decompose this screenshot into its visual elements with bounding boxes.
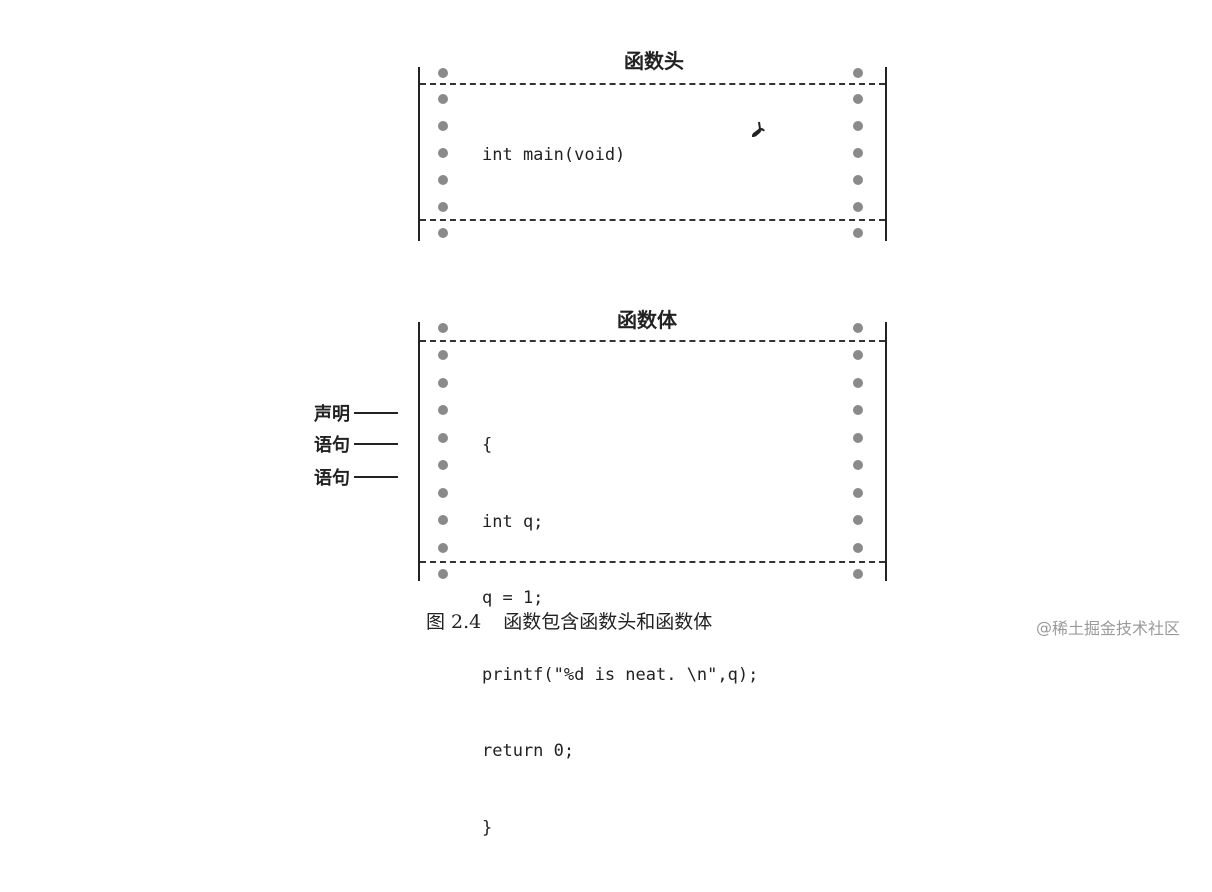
pen-scribble-icon xyxy=(751,121,765,138)
right-perforation xyxy=(853,67,867,241)
code-line-assignment: q = 1; xyxy=(482,588,544,608)
hole xyxy=(438,175,448,185)
hole xyxy=(853,68,863,78)
code-line-declaration: int q; xyxy=(482,511,544,532)
hole xyxy=(853,121,863,131)
code-line-return: return 0; xyxy=(482,741,575,761)
hole xyxy=(853,460,863,470)
body-panel-title: 函数体 xyxy=(617,308,677,332)
hole xyxy=(853,515,863,525)
hole xyxy=(853,148,863,158)
hole xyxy=(853,175,863,185)
hole xyxy=(438,94,448,104)
hole xyxy=(438,228,448,238)
hole xyxy=(438,460,448,470)
function-body-code: { int q; q = 1; printf("%d is neat. \n",… xyxy=(482,382,758,892)
watermark-at: @ xyxy=(1036,617,1052,637)
figure-caption-text: 函数包含函数头和函数体 xyxy=(503,611,713,633)
hole xyxy=(853,202,863,212)
callout-declaration: 声明 xyxy=(314,402,398,425)
code-line-open-brace: { xyxy=(482,435,493,455)
callout-label: 语句 xyxy=(314,468,350,489)
hole xyxy=(853,94,863,104)
callout-leader-line xyxy=(354,476,398,478)
hole xyxy=(438,68,448,78)
callout-statement-2: 语句 xyxy=(314,466,398,489)
figure-number: 图 2.4 xyxy=(426,611,482,633)
hole xyxy=(438,433,448,443)
callout-leader-line xyxy=(354,412,398,414)
hole xyxy=(438,121,448,131)
top-dashed-line xyxy=(420,340,885,342)
left-perforation xyxy=(438,322,452,581)
hole xyxy=(438,405,448,415)
function-body-panel: { int q; q = 1; printf("%d is neat. \n",… xyxy=(418,322,887,838)
hole xyxy=(853,569,863,579)
callout-label: 语句 xyxy=(314,435,350,456)
hole xyxy=(853,350,863,360)
callout-statement-1: 语句 xyxy=(314,433,398,456)
hole xyxy=(853,378,863,388)
hole xyxy=(438,488,448,498)
function-header-code: int main(void) xyxy=(482,145,626,165)
callout-label: 声明 xyxy=(314,404,350,425)
bottom-dashed-line xyxy=(420,561,885,563)
figure-caption: 图 2.4 函数包含函数头和函数体 xyxy=(426,607,712,634)
left-perforation xyxy=(438,67,452,241)
hole xyxy=(853,228,863,238)
hole xyxy=(438,515,448,525)
hole xyxy=(438,543,448,553)
hole xyxy=(853,543,863,553)
head-panel-title: 函数头 xyxy=(624,49,684,73)
callout-leader-line xyxy=(354,443,398,445)
top-dashed-line xyxy=(420,83,885,85)
hole xyxy=(438,323,448,333)
hole xyxy=(438,148,448,158)
code-line-printf: printf("%d is neat. \n",q); xyxy=(482,664,759,685)
function-header-panel: int main(void) xyxy=(418,67,887,241)
hole xyxy=(438,569,448,579)
watermark-text: 稀土掘金技术社区 xyxy=(1052,619,1181,638)
hole xyxy=(438,202,448,212)
hole xyxy=(438,378,448,388)
watermark: @ 稀土掘金技术社区 xyxy=(1036,615,1180,639)
right-perforation xyxy=(853,322,867,581)
hole xyxy=(853,488,863,498)
code-line-close-brace: } xyxy=(482,817,493,838)
hole xyxy=(438,350,448,360)
bottom-dashed-line xyxy=(420,219,885,221)
hole xyxy=(853,323,863,333)
hole xyxy=(853,433,863,443)
hole xyxy=(853,405,863,415)
